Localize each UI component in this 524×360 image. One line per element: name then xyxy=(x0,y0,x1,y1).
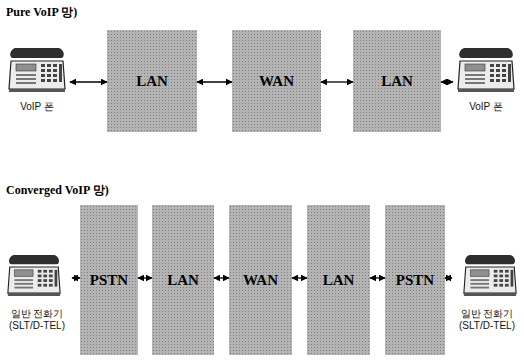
link-arrow xyxy=(445,277,452,278)
segment-name: LAN xyxy=(381,73,413,90)
phone-label: 일반 전화기 (SLT/D-TEL) xyxy=(2,308,72,332)
link-arrow xyxy=(292,277,307,278)
phone-node: 일반 전화기 (SLT/D-TEL) xyxy=(2,252,72,332)
segment-name: PSTN xyxy=(396,272,434,289)
analog-phone-icon xyxy=(464,255,516,296)
analog-phone-icon xyxy=(8,255,60,296)
link-arrow xyxy=(441,81,453,82)
network-segment-box: LAN xyxy=(353,30,441,132)
phone-node: 일반 전화기 (SLT/D-TEL) xyxy=(452,252,522,332)
segment-name: WAN xyxy=(259,73,294,90)
phone-node: VoIP 폰 xyxy=(4,45,70,113)
phone-label: 일반 전화기 (SLT/D-TEL) xyxy=(452,308,522,332)
network-segment-box: PSTN xyxy=(385,205,445,355)
link-arrow xyxy=(72,277,80,278)
network-segment-box: WAN xyxy=(232,30,321,132)
network-segment-box: LAN xyxy=(152,205,214,355)
network-segment-box: WAN xyxy=(229,205,292,355)
link-arrow xyxy=(70,81,107,82)
link-arrow xyxy=(138,277,152,278)
network-segment-box: LAN xyxy=(307,205,370,355)
section-heading: Pure VoIP 망) xyxy=(6,4,77,21)
voip-phone-icon xyxy=(458,48,514,92)
segment-name: PSTN xyxy=(90,272,128,289)
phone-label: VoIP 폰 xyxy=(20,101,54,113)
segment-name: LAN xyxy=(136,73,168,90)
network-segment-box: PSTN xyxy=(80,205,138,355)
segment-name: LAN xyxy=(167,272,199,289)
link-arrow xyxy=(197,81,232,82)
network-segment-box: LAN xyxy=(107,30,197,132)
section-heading: Converged VoIP 망) xyxy=(6,182,109,199)
voip-phone-icon xyxy=(9,48,65,92)
phone-node: VoIP 폰 xyxy=(453,45,519,113)
link-arrow xyxy=(214,277,229,278)
segment-name: WAN xyxy=(243,272,278,289)
link-arrow xyxy=(370,277,385,278)
segment-name: LAN xyxy=(323,272,355,289)
link-arrow xyxy=(321,81,353,82)
phone-label: VoIP 폰 xyxy=(469,101,503,113)
